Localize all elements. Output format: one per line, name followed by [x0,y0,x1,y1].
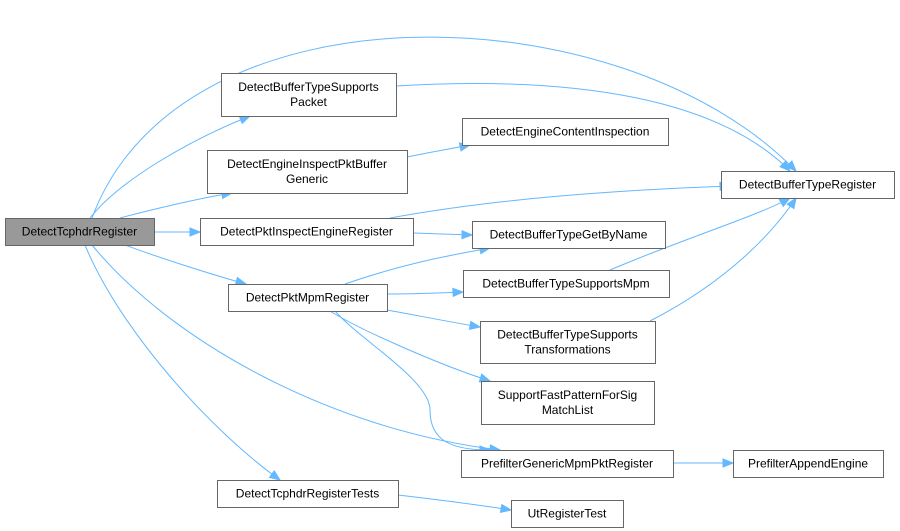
edge-pmr-to-sfpsml [329,310,491,382]
node-label: DetectBufferTypeSupportsMpm [482,277,649,291]
node-label: Packet [290,95,327,109]
node-btgbn[interactable]: DetectBufferTypeGetByName [472,221,666,249]
nodes-layer: DetectTcphdrRegisterDetectBufferTypeSupp… [5,73,895,528]
node-label: DetectBufferTypeSupports [497,328,638,342]
edge-trt-to-urt [397,494,512,511]
edge-root-to-btr [91,36,797,219]
node-label: PrefilterGenericMpmPktRegister [481,457,653,471]
arrowhead-pmr-to-btsm [452,287,465,298]
node-label: Generic [286,172,328,186]
node-pier[interactable]: DetectPktInspectEngineRegister [200,218,414,246]
node-btsm[interactable]: DetectBufferTypeSupportsMpm [463,270,670,298]
arrowhead-btsp-to-btr [779,160,791,172]
arrowhead-pmr-to-btst [468,320,482,330]
edge-root-to-pmr [124,244,247,285]
node-pae[interactable]: PrefilterAppendEngine [733,450,884,478]
node-btr[interactable]: DetectBufferTypeRegister [721,171,895,199]
node-box [5,218,155,246]
node-box [481,381,655,425]
edge-pmr-to-btsm [386,291,464,295]
node-label: DetectBufferTypeRegister [739,178,876,192]
edge-root-to-trt [84,244,281,481]
edge-root-to-pgmpr [91,244,501,451]
edges-layer [84,36,797,514]
arrowhead-trt-to-urt [499,503,513,514]
node-label: MatchList [542,403,594,417]
arrowhead-root-to-pier [189,227,202,237]
node-box [733,450,884,478]
node-label: DetectTcphdrRegisterTests [236,487,379,501]
edge-btsm-to-btr [609,197,791,271]
edge-pier-to-btr [389,185,731,219]
arrowhead-root-to-trt [268,470,282,481]
edge-pmr-to-pgmpr [334,310,491,451]
node-urt[interactable]: UtRegisterTest [511,500,624,528]
node-box [200,218,414,246]
node-root[interactable]: DetectTcphdrRegister [5,218,155,246]
node-label: UtRegisterTest [528,507,607,521]
node-trt[interactable]: DetectTcphdrRegisterTests [217,480,399,508]
node-box [511,500,624,528]
arrowhead-root-to-btsp [238,115,252,125]
node-box [461,450,674,478]
node-label: DetectBufferTypeSupports [238,80,379,94]
node-box [472,221,666,249]
node-box [221,73,397,117]
node-box [217,480,399,508]
node-pgmpr[interactable]: PrefilterGenericMpmPktRegister [461,450,674,478]
edge-btst-to-btr [649,197,797,322]
node-box [463,270,670,298]
node-label: DetectTcphdrRegister [22,225,137,239]
edge-root-to-eipbg [119,192,233,219]
node-eci[interactable]: DetectEngineContentInspection [462,118,669,146]
node-label: DetectBufferTypeGetByName [490,228,648,242]
node-label: DetectPktMpmRegister [246,291,369,305]
arrowhead-pmr-to-sfpsml [478,373,492,383]
node-box [207,150,408,194]
arrowhead-pgmpr-to-pae [722,458,735,468]
edge-btsp-to-btr [395,83,791,172]
node-box [228,284,388,312]
node-label: DetectEngineInspectPktBuffer [227,157,387,171]
node-label: DetectEngineContentInspection [481,125,650,139]
arrowhead-pier-to-btgbn [461,229,474,240]
node-box [721,171,895,199]
node-box [462,118,669,146]
node-box [480,321,656,364]
edge-pmr-to-btst [386,309,481,328]
edge-root-to-btsp [89,115,251,219]
node-label: SupportFastPatternForSig [498,388,637,402]
node-label: Transformations [524,343,610,357]
node-label: PrefilterAppendEngine [748,457,868,471]
arrowhead-root-to-btr [785,160,797,172]
node-label: DetectPktInspectEngineRegister [220,225,393,239]
arrowhead-btst-to-btr [786,196,797,210]
node-pmr[interactable]: DetectPktMpmRegister [228,284,388,312]
edge-pmr-to-btgbn [344,247,491,285]
